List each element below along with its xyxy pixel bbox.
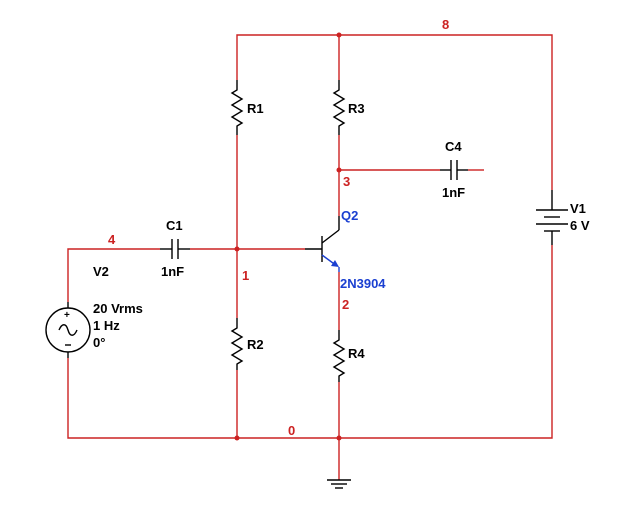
c1-label: C1 xyxy=(166,218,183,233)
capacitor-c4[interactable]: C4 1nF xyxy=(440,139,468,200)
battery-v1[interactable]: V1 6 V xyxy=(536,190,590,245)
junction-dot xyxy=(234,246,240,252)
resistor-symbol xyxy=(230,80,244,135)
resistor-symbol xyxy=(332,80,346,135)
wire-input xyxy=(67,248,160,302)
resistor-symbol xyxy=(332,330,346,382)
emitter-arrow-icon xyxy=(331,260,339,267)
transistor-q2[interactable]: Q2 2N3904 xyxy=(305,208,386,291)
resistor-r2[interactable]: R2 xyxy=(230,318,264,370)
c4-label: C4 xyxy=(445,139,462,154)
v2-phase: 0° xyxy=(93,335,105,350)
q2-model: 2N3904 xyxy=(340,276,386,291)
v1-value: 6 V xyxy=(570,218,590,233)
plus-icon: + xyxy=(64,310,70,321)
v1-label: V1 xyxy=(570,201,586,216)
junction-dot xyxy=(336,167,342,173)
net-label-1: 1 xyxy=(242,268,249,283)
net-label-4: 4 xyxy=(108,232,116,247)
net-label-3: 3 xyxy=(343,174,350,189)
transistor-collector xyxy=(321,229,340,244)
junction-dot xyxy=(234,435,240,441)
resistor-r4[interactable]: R4 xyxy=(332,330,365,382)
resistor-r3[interactable]: R3 xyxy=(332,80,365,135)
junctions xyxy=(234,32,342,441)
v2-amplitude: 20 Vrms xyxy=(93,301,143,316)
capacitor-c1[interactable]: C1 1nF xyxy=(160,218,190,279)
wire-bottom-rail xyxy=(67,245,553,439)
net-label-8: 8 xyxy=(442,17,449,32)
r3-label: R3 xyxy=(348,101,365,116)
ac-source-v2[interactable]: + V2 20 Vrms 1 Hz 0° xyxy=(45,264,143,358)
q2-label: Q2 xyxy=(341,208,358,223)
c4-value: 1nF xyxy=(442,185,465,200)
net-labels: 8 4 3 2 1 0 xyxy=(108,17,449,438)
net-label-2: 2 xyxy=(342,297,349,312)
resistor-symbol xyxy=(230,318,244,370)
sine-wave-icon xyxy=(58,324,78,336)
r2-label: R2 xyxy=(247,337,264,352)
junction-dot xyxy=(336,435,342,441)
v2-frequency: 1 Hz xyxy=(93,318,120,333)
r4-label: R4 xyxy=(348,346,365,361)
resistor-r1[interactable]: R1 xyxy=(230,80,264,135)
net-label-0: 0 xyxy=(288,423,295,438)
v2-label: V2 xyxy=(93,264,109,279)
junction-dot xyxy=(336,32,342,38)
ground-icon xyxy=(327,479,351,489)
r1-label: R1 xyxy=(247,101,264,116)
wires xyxy=(67,34,553,480)
c1-value: 1nF xyxy=(161,264,184,279)
wire-top-rail xyxy=(236,34,553,190)
